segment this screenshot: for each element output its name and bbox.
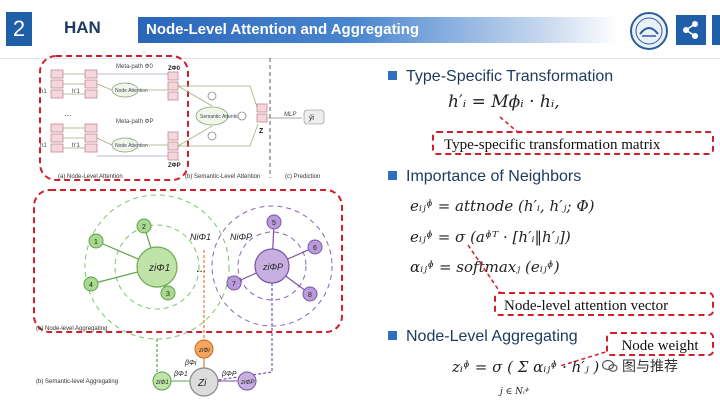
bullet-square-icon — [388, 331, 397, 340]
right-node-5: 5 — [272, 220, 276, 227]
svg-text:h'1: h'1 — [72, 89, 80, 95]
slide-number: 2 — [6, 12, 32, 46]
equation-attention-sigma: eᵢⱼᶲ = σ (aᶲᵀ · [h′ᵢ‖h′ⱼ]) — [410, 228, 571, 246]
node-level-attention-figure: h1 h1 h'1 h'1 Meta-path Φ0 Meta-path ΦP … — [39, 55, 325, 181]
cluster-dots: ... — [196, 261, 206, 275]
equation-softmax: αᵢⱼᶲ = softmaxⱼ (eᵢⱼᶲ) — [410, 258, 560, 276]
equation-transformation: h′ᵢ = M𝜙ᵢ · hᵢ, — [448, 92, 560, 112]
wechat-watermark: 图与推荐 — [602, 356, 678, 376]
bullet-importance-neighbors: Importance of Neighbors — [388, 168, 581, 186]
bullet-square-icon — [388, 171, 397, 180]
caption-prediction: (c) Prediction — [285, 174, 320, 180]
annotation-node-weight-text: Node weight — [621, 338, 699, 354]
bullet-type-specific: Type-Specific Transformation — [388, 68, 613, 86]
right-node-6: 6 — [313, 245, 317, 252]
han-figure: h1 h1 h'1 h'1 Meta-path Φ0 Meta-path ΦP … — [33, 55, 343, 397]
right-node-7: 7 — [232, 281, 236, 288]
left-node-2: 2 — [142, 224, 146, 231]
betap-label: βΦP — [221, 371, 237, 378]
slide-title: Node-Level Attention and Aggregating — [146, 21, 420, 38]
z-label: Z — [259, 128, 264, 135]
title-bar: Node-Level Attention and Aggregating — [138, 17, 618, 43]
semantic-attention-label: Semantic Attention — [200, 114, 242, 120]
bullet-importance-neighbors-title: Importance of Neighbors — [406, 168, 582, 185]
beta-mid-label: βΦi — [184, 360, 197, 367]
caption-node-level-aggregating: (a) Node-level Aggregating — [36, 326, 107, 332]
neighborhood-right-label: NiΦP — [230, 232, 252, 242]
bullet-node-level-aggregating: Node-Level Aggregating — [388, 328, 578, 346]
zi-node: Zi — [197, 378, 207, 389]
svg-text:h1: h1 — [40, 89, 47, 95]
university-seal-icon — [630, 12, 668, 50]
y-label: ỹi — [308, 115, 315, 122]
metapath-0-label: Meta-path Φ0 — [116, 64, 153, 70]
annotation-node-weight: Node weight — [606, 332, 714, 356]
node-level-aggregating-figure: ziΦ1 NiΦ1 1 2 3 4 ziΦP NiΦP 5 6 7 8 .. — [33, 189, 343, 397]
bullet-square-icon — [388, 71, 397, 80]
mlp-label: MLP — [284, 112, 296, 118]
annotation-transformation-matrix-text: Type-specific transformation matrix — [444, 137, 661, 153]
caption-node-level-attention: (a) Node-Level Attention — [58, 174, 123, 180]
svg-text:h'1: h'1 — [72, 143, 80, 149]
share-icon — [683, 21, 698, 39]
center-node-right: ziΦP — [262, 262, 283, 272]
annotation-attention-vector: Node-level attention vector — [494, 292, 714, 316]
node-attention-label-p: Node Attention — [115, 143, 148, 149]
equation-attention-score: eᵢⱼᶲ = attnode (h′ᵢ, h′ⱼ; Φ) — [410, 197, 595, 215]
equation-aggregation-subscript: j ∈ Nᵢᶲ — [500, 387, 530, 397]
caption-semantic-level-attention: (b) Semantic-Level Attention — [185, 174, 260, 180]
z-phip-label: ZΦP — [168, 163, 181, 169]
wechat-account-name: 图与推荐 — [622, 358, 678, 374]
center-node-left: ziΦ1 — [148, 263, 170, 274]
zp-node: ziΦP — [240, 380, 254, 386]
node-attention-label-0: Node Attention — [115, 88, 148, 94]
right-node-8: 8 — [308, 292, 312, 299]
share-button[interactable] — [676, 15, 706, 45]
annotation-attention-vector-text: Node-level attention vector — [504, 298, 669, 314]
wechat-icon — [602, 359, 618, 372]
orange-node: ziΦi — [198, 348, 210, 354]
edge-tab — [712, 15, 720, 45]
bullet-type-specific-title: Type-Specific Transformation — [406, 68, 614, 85]
metapath-p-label: Meta-path ΦP — [116, 119, 153, 125]
section-label: HAN — [64, 18, 101, 37]
left-node-3: 3 — [166, 291, 170, 298]
left-node-4: 4 — [89, 282, 93, 289]
z1-node: ziΦ1 — [155, 380, 169, 386]
bullet-node-level-aggregating-title: Node-Level Aggregating — [406, 328, 578, 345]
figure-dots: ... — [64, 108, 72, 118]
caption-semantic-level-aggregating: (b) Semantic-level Aggregating — [36, 379, 118, 385]
equation-aggregation: zᵢᶲ = σ ( Σ αᵢⱼᶲ · h′ⱼ ) — [452, 358, 600, 376]
neighborhood-left-label: NiΦ1 — [190, 232, 211, 242]
beta1-label: βΦ1 — [173, 371, 188, 378]
z-phi0-label: ZΦ0 — [168, 66, 181, 72]
svg-text:h1: h1 — [40, 143, 47, 149]
annotation-transformation-matrix: Type-specific transformation matrix — [432, 131, 714, 155]
left-node-1: 1 — [94, 239, 98, 246]
header-divider — [0, 58, 720, 59]
